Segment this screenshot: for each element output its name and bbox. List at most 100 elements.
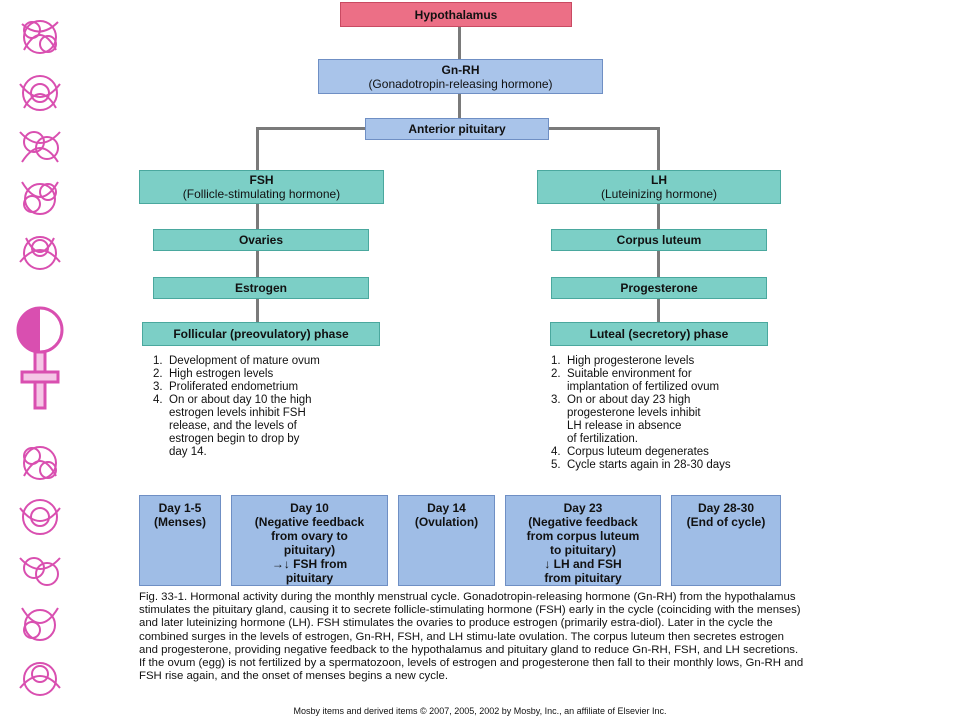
list-number: 5.: [551, 459, 561, 471]
day-line: Day 10: [290, 501, 329, 515]
floral-ornament-icon: [23, 446, 57, 480]
lh-box: LH (Luteinizing hormone): [537, 170, 781, 204]
list-number: 4.: [153, 394, 163, 406]
fsh-subtitle: (Follicle-stimulating hormone): [182, 187, 341, 201]
day-line: →↓ FSH from: [271, 557, 348, 571]
list-text: Cycle starts again in 28-30 days: [567, 459, 731, 472]
list-line: day 14.: [169, 446, 207, 458]
list-line: release, and the levels of: [169, 420, 297, 432]
progesterone-label: Progesterone: [620, 281, 698, 295]
list-line: of fertilization.: [567, 433, 638, 445]
day-line: pituitary: [285, 571, 334, 585]
list-number: 2.: [153, 368, 163, 380]
day-line: (Negative feedback: [254, 515, 365, 529]
corpus-luteum-box: Corpus luteum: [551, 229, 767, 251]
fsh-title: FSH: [249, 173, 274, 187]
lh-subtitle: (Luteinizing hormone): [600, 187, 718, 201]
list-line: High progesterone levels: [567, 355, 695, 367]
day-box: Day 28-30(End of cycle): [671, 495, 781, 586]
list-item: 4. Corpus luteum degenerates: [551, 446, 801, 459]
day-line: ↓ LH and FSH: [544, 557, 622, 571]
day-line: Day 1-5: [158, 501, 202, 515]
list-item: 5. Cycle starts again in 28-30 days: [551, 459, 801, 472]
floral-ornament-icon: [19, 662, 61, 696]
list-number: 4.: [551, 446, 561, 458]
floral-ornament-icon: [19, 75, 61, 111]
day-line: to pituitary): [550, 543, 616, 557]
follicular-list: 1. Development of mature ovum 2. High estro…: [153, 355, 393, 459]
progesterone-box: Progesterone: [551, 277, 767, 299]
floral-ornament-icon: [19, 499, 61, 535]
anterior-pituitary-box: Anterior pituitary: [365, 118, 549, 140]
list-line: Proliferated endometrium: [169, 381, 299, 393]
list-text: High progesterone levels: [567, 355, 694, 368]
estrogen-box: Estrogen: [153, 277, 369, 299]
follicular-phase-label: Follicular (preovulatory) phase: [173, 327, 349, 341]
day-line: Day 23: [563, 501, 603, 515]
list-text: Development of mature ovum: [169, 355, 320, 368]
corpus-luteum-label: Corpus luteum: [616, 233, 702, 247]
anterior-pituitary-label: Anterior pituitary: [408, 122, 506, 136]
day-line: (Ovulation): [414, 515, 479, 529]
luteal-phase-box: Luteal (secretory) phase: [550, 322, 768, 346]
list-line: Suitable environment for: [567, 368, 692, 380]
list-line: estrogen levels inhibit FSH: [169, 407, 306, 419]
gnrh-title: Gn-RH: [441, 62, 480, 77]
list-number: 2.: [551, 368, 561, 380]
list-item: 1. Development of mature ovum: [153, 355, 393, 368]
day-line: from pituitary: [544, 571, 622, 585]
list-line: High estrogen levels: [169, 368, 274, 380]
list-item: 3. Proliferated endometrium: [153, 381, 393, 394]
female-symbol-icon: [16, 306, 64, 410]
lh-title: LH: [651, 173, 667, 187]
list-line: On or about day 23 high: [567, 394, 691, 406]
hypothalamus-label: Hypothalamus: [414, 7, 498, 22]
day-box: Day 14(Ovulation): [398, 495, 495, 586]
list-item: 2. High estrogen levels: [153, 368, 393, 381]
day-line: (Menses): [153, 515, 206, 529]
ovaries-label: Ovaries: [238, 233, 284, 247]
list-text: High estrogen levels: [169, 368, 273, 381]
list-text: Proliferated endometrium: [169, 381, 298, 394]
day-box: Day 1-5(Menses): [139, 495, 221, 586]
day-line: (Negative feedback: [528, 515, 638, 529]
day-line: (End of cycle): [686, 515, 766, 529]
list-line: Corpus luteum degenerates: [567, 446, 709, 458]
ovaries-box: Ovaries: [153, 229, 369, 251]
day-line: from corpus luteum: [526, 529, 640, 543]
list-number: 1.: [153, 355, 163, 367]
list-line: implantation of fertilized ovum: [567, 381, 720, 393]
day-line: Day 28-30: [697, 501, 755, 515]
follicular-phase-box: Follicular (preovulatory) phase: [142, 322, 380, 346]
fsh-box: FSH (Follicle-stimulating hormone): [139, 170, 384, 204]
list-line: progesterone levels inhibit: [567, 407, 701, 419]
floral-ornament-icon: [21, 181, 59, 215]
list-number: 3.: [153, 381, 163, 393]
copyright-notice: Mosby items and derived items © 2007, 20…: [293, 706, 667, 716]
estrogen-label: Estrogen: [234, 281, 287, 295]
list-text: Corpus luteum degenerates: [567, 446, 709, 459]
day-line: Day 14: [427, 501, 466, 515]
floral-ornament-icon: [19, 131, 61, 163]
gnrh-box: Gn-RH (Gonadotropin-releasing hormone): [318, 59, 603, 94]
list-number: 3.: [551, 394, 561, 406]
floral-ornament-icon: [21, 607, 59, 641]
day-line: from ovary to: [271, 529, 348, 543]
floral-ornament-icon: [19, 236, 61, 270]
list-line: On or about day 10 the high: [169, 394, 312, 406]
floral-ornament-icon: [21, 20, 59, 54]
list-item: 1.High progesterone levels: [551, 355, 801, 368]
list-line: LH release in absence: [567, 420, 682, 432]
day-line: pituitary): [283, 543, 336, 557]
gnrh-subtitle: (Gonadotropin-releasing hormone): [368, 76, 553, 91]
figure-caption: Fig. 33-1. Hormonal activity during the …: [139, 591, 804, 683]
